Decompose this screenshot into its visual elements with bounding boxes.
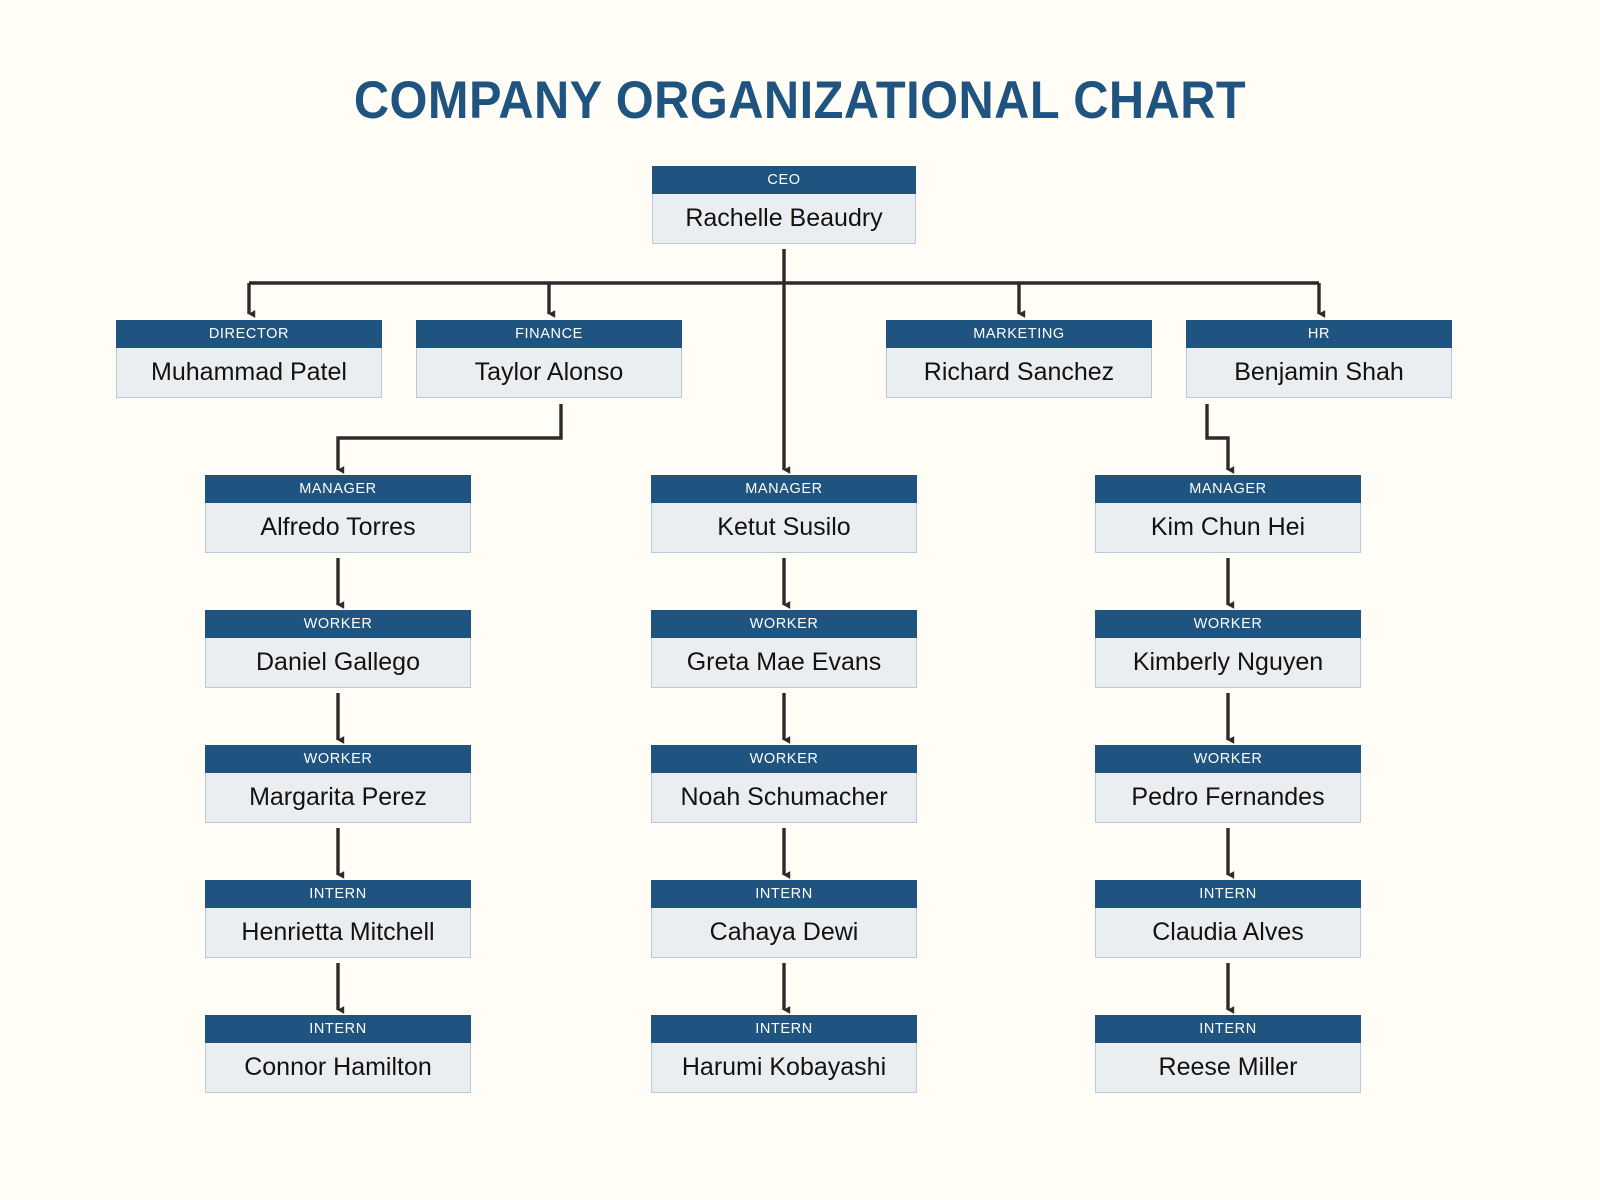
org-node-role: HR [1186, 320, 1452, 348]
org-node-worker2-right[interactable]: WORKER Pedro Fernandes [1095, 745, 1361, 823]
org-node-intern2-right[interactable]: INTERN Reese Miller [1095, 1015, 1361, 1093]
org-node-name: Henrietta Mitchell [205, 908, 471, 958]
org-node-role: WORKER [205, 610, 471, 638]
org-node-name: Benjamin Shah [1186, 348, 1452, 398]
org-node-marketing[interactable]: MARKETING Richard Sanchez [886, 320, 1152, 398]
org-node-role: INTERN [1095, 1015, 1361, 1043]
org-node-role: DIRECTOR [116, 320, 382, 348]
org-node-worker1-center[interactable]: WORKER Greta Mae Evans [651, 610, 917, 688]
org-node-intern1-left[interactable]: INTERN Henrietta Mitchell [205, 880, 471, 958]
org-node-name: Margarita Perez [205, 773, 471, 823]
org-node-role: WORKER [1095, 610, 1361, 638]
org-node-role: MARKETING [886, 320, 1152, 348]
org-node-name: Harumi Kobayashi [651, 1043, 917, 1093]
org-node-worker2-center[interactable]: WORKER Noah Schumacher [651, 745, 917, 823]
org-node-role: WORKER [651, 610, 917, 638]
org-node-worker1-right[interactable]: WORKER Kimberly Nguyen [1095, 610, 1361, 688]
org-node-role: WORKER [651, 745, 917, 773]
org-node-name: Pedro Fernandes [1095, 773, 1361, 823]
org-node-name: Ketut Susilo [651, 503, 917, 553]
org-node-role: INTERN [1095, 880, 1361, 908]
org-node-name: Kimberly Nguyen [1095, 638, 1361, 688]
org-node-role: INTERN [205, 880, 471, 908]
org-node-role: CEO [652, 166, 916, 194]
org-node-intern2-left[interactable]: INTERN Connor Hamilton [205, 1015, 471, 1093]
org-node-ceo[interactable]: CEO Rachelle Beaudry [652, 166, 916, 244]
org-node-manager-left[interactable]: MANAGER Alfredo Torres [205, 475, 471, 553]
org-node-director[interactable]: DIRECTOR Muhammad Patel [116, 320, 382, 398]
org-node-name: Reese Miller [1095, 1043, 1361, 1093]
org-node-name: Richard Sanchez [886, 348, 1152, 398]
org-node-role: MANAGER [651, 475, 917, 503]
connector-finance-to-manager-left [336, 404, 563, 474]
org-node-worker2-left[interactable]: WORKER Margarita Perez [205, 745, 471, 823]
org-node-name: Noah Schumacher [651, 773, 917, 823]
org-node-manager-center[interactable]: MANAGER Ketut Susilo [651, 475, 917, 553]
org-node-name: Alfredo Torres [205, 503, 471, 553]
connector-marketing-to-manager-right [1205, 404, 1235, 474]
org-node-role: MANAGER [1095, 475, 1361, 503]
org-node-intern1-center[interactable]: INTERN Cahaya Dewi [651, 880, 917, 958]
org-node-role: WORKER [205, 745, 471, 773]
org-node-role: WORKER [1095, 745, 1361, 773]
org-node-role: INTERN [651, 1015, 917, 1043]
org-node-name: Kim Chun Hei [1095, 503, 1361, 553]
org-node-name: Connor Hamilton [205, 1043, 471, 1093]
org-node-manager-right[interactable]: MANAGER Kim Chun Hei [1095, 475, 1361, 553]
org-node-name: Rachelle Beaudry [652, 194, 916, 244]
org-node-role: MANAGER [205, 475, 471, 503]
org-node-intern1-right[interactable]: INTERN Claudia Alves [1095, 880, 1361, 958]
org-node-role: FINANCE [416, 320, 682, 348]
org-node-name: Taylor Alonso [416, 348, 682, 398]
org-node-finance[interactable]: FINANCE Taylor Alonso [416, 320, 682, 398]
org-node-role: INTERN [651, 880, 917, 908]
org-node-intern2-center[interactable]: INTERN Harumi Kobayashi [651, 1015, 917, 1093]
org-node-name: Muhammad Patel [116, 348, 382, 398]
org-node-name: Cahaya Dewi [651, 908, 917, 958]
org-node-role: INTERN [205, 1015, 471, 1043]
page-title: COMPANY ORGANIZATIONAL CHART [353, 71, 1247, 130]
org-node-name: Greta Mae Evans [651, 638, 917, 688]
org-node-name: Daniel Gallego [205, 638, 471, 688]
org-node-worker1-left[interactable]: WORKER Daniel Gallego [205, 610, 471, 688]
org-node-name: Claudia Alves [1095, 908, 1361, 958]
org-node-hr[interactable]: HR Benjamin Shah [1186, 320, 1452, 398]
